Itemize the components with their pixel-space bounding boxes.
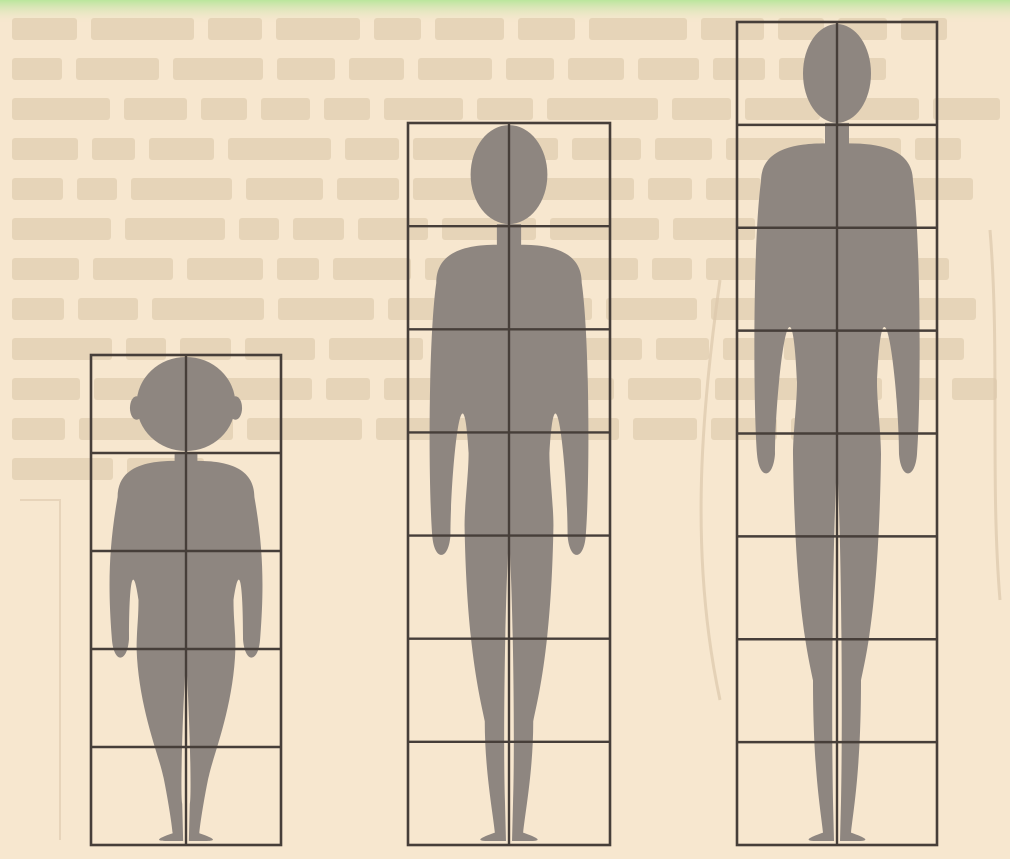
faded-word (324, 98, 370, 120)
faded-word (12, 338, 112, 360)
faded-word (518, 18, 575, 40)
faded-word (93, 258, 173, 280)
ear-silhouette (229, 396, 242, 420)
ear-silhouette (130, 396, 143, 420)
faded-word (12, 298, 64, 320)
faded-word (187, 258, 263, 280)
faded-word (152, 298, 264, 320)
faded-word (125, 218, 225, 240)
faded-word (225, 378, 312, 400)
faded-word (12, 18, 77, 40)
faded-word (277, 258, 319, 280)
faded-word (706, 178, 761, 200)
faded-word (673, 218, 755, 240)
faded-word (180, 338, 231, 360)
faded-word (246, 178, 323, 200)
faded-word (12, 258, 79, 280)
faded-word (277, 58, 335, 80)
faded-word (12, 98, 110, 120)
faded-sketch (20, 500, 60, 840)
faded-word (477, 98, 533, 120)
faded-word (333, 258, 411, 280)
faded-word (208, 18, 262, 40)
faded-word (78, 298, 138, 320)
faded-word (126, 338, 166, 360)
faded-word (77, 178, 117, 200)
faded-word (201, 98, 247, 120)
faded-word (337, 178, 399, 200)
faded-word (418, 58, 492, 80)
faded-word (648, 178, 692, 200)
faded-word (672, 98, 731, 120)
faded-word (568, 58, 624, 80)
faded-word (384, 98, 463, 120)
faded-word (435, 18, 504, 40)
faded-word (76, 58, 159, 80)
faded-word (239, 218, 279, 240)
faded-word (12, 218, 111, 240)
faded-word (124, 98, 187, 120)
faded-word (293, 218, 344, 240)
faded-word (550, 218, 659, 240)
faded-word (745, 98, 820, 120)
faded-word (638, 58, 699, 80)
faded-word (442, 218, 536, 240)
faded-word (326, 378, 370, 400)
faded-word (589, 18, 687, 40)
faded-word (933, 98, 1000, 120)
faded-word (12, 58, 62, 80)
faded-word (952, 378, 997, 400)
faded-word (173, 58, 263, 80)
faded-word (655, 138, 712, 160)
faded-word (506, 58, 554, 80)
faded-word (12, 418, 65, 440)
faded-word (92, 138, 135, 160)
faded-word (706, 258, 757, 280)
faded-word (131, 178, 232, 200)
faded-word (345, 138, 399, 160)
faded-word (247, 418, 362, 440)
faded-word (276, 18, 360, 40)
faded-word (12, 178, 63, 200)
faded-word (633, 418, 697, 440)
faded-word (374, 18, 421, 40)
faded-word (358, 218, 428, 240)
faded-word (12, 378, 80, 400)
faded-word (261, 98, 310, 120)
faded-word (656, 338, 709, 360)
faded-word (628, 378, 701, 400)
faded-word (606, 298, 697, 320)
faded-word (652, 258, 692, 280)
faded-word (12, 458, 113, 480)
faded-word (228, 138, 331, 160)
faded-word (91, 18, 194, 40)
faded-word (149, 138, 214, 160)
faded-word (12, 138, 78, 160)
faded-word (914, 338, 964, 360)
faded-word (349, 58, 404, 80)
faded-word (572, 138, 641, 160)
faded-word (547, 98, 658, 120)
faded-word (713, 58, 765, 80)
faded-word (278, 298, 374, 320)
